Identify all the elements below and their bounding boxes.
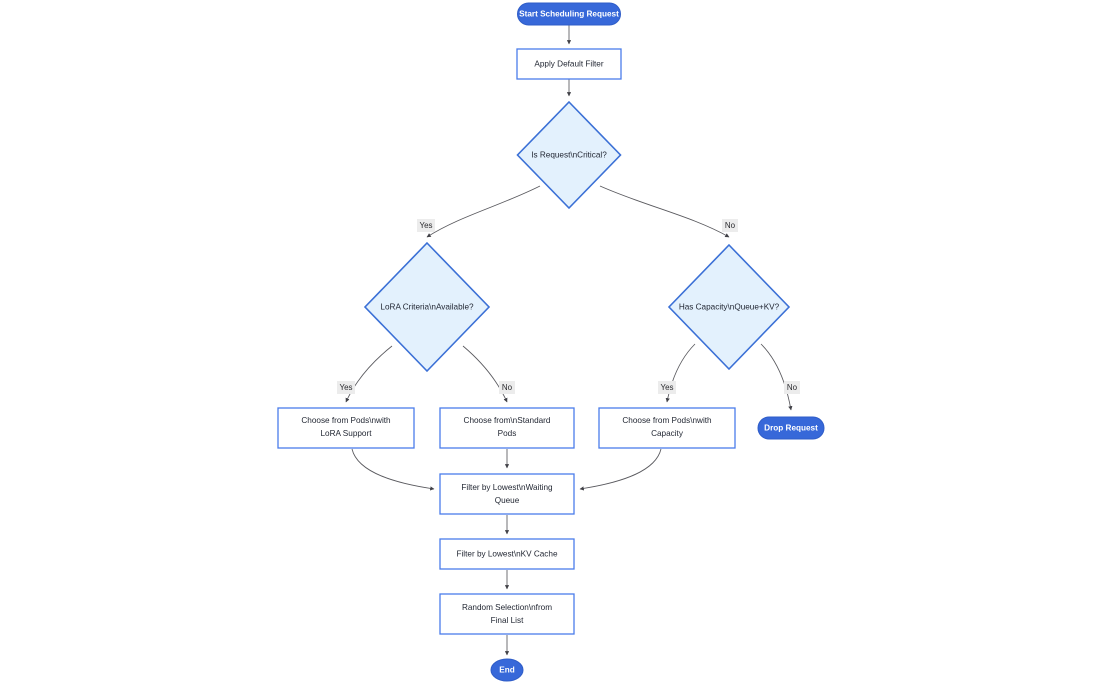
node-random-selection-label-line2: Final List [491, 616, 524, 625]
node-filter-waiting-queue[interactable]: Filter by Lowest\nWaiting Queue [439, 473, 575, 515]
node-random-selection[interactable]: Random Selection\nfrom Final List [439, 593, 575, 635]
node-random-selection-shape[interactable] [439, 593, 575, 635]
edge-label-critical-yes: Yes [417, 219, 435, 232]
edge-label-text: Yes [660, 383, 673, 392]
edge-label-text: Yes [419, 221, 432, 230]
edge-label-bg [337, 381, 355, 394]
edge-choose-lora-pods-to-filter-waiting-queue [351, 448, 435, 491]
node-choose-lora-pods-label-line1: Choose from Pods\nwith [301, 416, 391, 425]
node-apply-default-filter[interactable]: Apply Default Filter [516, 48, 622, 80]
node-start-shape[interactable] [517, 2, 621, 26]
edge-capacity-no-to-drop-request [760, 343, 793, 411]
node-end-shape[interactable] [490, 658, 524, 682]
node-choose-capacity-pods-label-line1: Choose from Pods\nwith [622, 416, 712, 425]
node-apply-default-filter-shape[interactable] [516, 48, 622, 80]
node-filter-waiting-queue-label-line2: Queue [495, 496, 520, 505]
node-has-capacity-shape[interactable] [667, 243, 791, 371]
node-choose-standard-pods-shape[interactable] [439, 407, 575, 449]
edge-label-capacity-yes: Yes [658, 381, 676, 394]
node-choose-lora-pods-shape[interactable] [277, 407, 415, 449]
node-choose-capacity-pods-shape[interactable] [598, 407, 736, 449]
node-filter-kv-cache-shape[interactable] [439, 538, 575, 570]
node-is-request-critical[interactable]: Is Request\nCritical? [516, 100, 622, 210]
edge-label-text: No [502, 383, 513, 392]
edge-label-bg [722, 219, 738, 232]
node-drop-request-shape[interactable] [757, 416, 825, 440]
node-filter-waiting-queue-shape[interactable] [439, 473, 575, 515]
node-filter-kv-cache-label: Filter by Lowest\nKV Cache [456, 550, 557, 559]
node-end-label: End [499, 666, 514, 675]
edge-capacity-yes-to-choose-capacity-pods [665, 343, 696, 403]
edge-critical-no-to-capacity [599, 185, 730, 238]
edge-layer [345, 25, 793, 656]
edge-lora-no-to-choose-standard-pods [462, 345, 508, 403]
node-start-label: Start Scheduling Request [519, 10, 619, 19]
edge-label-text: No [725, 221, 736, 230]
node-choose-standard-pods[interactable]: Choose from\nStandard Pods [439, 407, 575, 449]
edge-label-bg [784, 381, 800, 394]
node-filter-kv-cache[interactable]: Filter by Lowest\nKV Cache [439, 538, 575, 570]
edge-label-layer: Yes No Yes No Yes No [337, 219, 800, 394]
node-random-selection-label-line1: Random Selection\nfrom [462, 603, 552, 612]
edge-label-bg [417, 219, 435, 232]
edge-label-bg [499, 381, 515, 394]
node-layer: Start Scheduling Request Apply Default F… [277, 2, 825, 682]
edge-label-critical-no: No [722, 219, 738, 232]
node-is-request-critical-label: Is Request\nCritical? [531, 151, 607, 160]
node-choose-capacity-pods-label-line2: Capacity [651, 429, 684, 438]
node-choose-standard-pods-label-line2: Pods [498, 429, 517, 438]
edge-choose-capacity-pods-to-filter-waiting-queue [579, 448, 662, 491]
node-choose-lora-pods-label-line2: LoRA Support [321, 429, 373, 438]
node-lora-criteria-available-label: LoRA Criteria\nAvailable? [380, 303, 474, 312]
edge-label-capacity-no: No [784, 381, 800, 394]
edge-label-lora-no: No [499, 381, 515, 394]
node-choose-lora-pods[interactable]: Choose from Pods\nwith LoRA Support [277, 407, 415, 449]
edge-lora-yes-to-choose-lora-pods [345, 345, 393, 403]
node-end[interactable]: End [490, 658, 524, 682]
node-lora-criteria-available[interactable]: LoRA Criteria\nAvailable? [363, 241, 491, 373]
node-filter-waiting-queue-label-line1: Filter by Lowest\nWaiting [461, 483, 553, 492]
edge-label-lora-yes: Yes [337, 381, 355, 394]
node-is-request-critical-shape[interactable] [516, 100, 622, 210]
edge-label-text: Yes [339, 383, 352, 392]
edge-label-bg [658, 381, 676, 394]
node-lora-criteria-available-shape[interactable] [363, 241, 491, 373]
node-apply-default-filter-label: Apply Default Filter [534, 60, 603, 69]
node-choose-standard-pods-label-line1: Choose from\nStandard [464, 416, 551, 425]
node-drop-request[interactable]: Drop Request [757, 416, 825, 440]
node-choose-capacity-pods[interactable]: Choose from Pods\nwith Capacity [598, 407, 736, 449]
node-drop-request-label: Drop Request [764, 424, 818, 433]
node-has-capacity-label: Has Capacity\nQueue+KV? [679, 303, 780, 312]
edge-critical-yes-to-lora [426, 185, 541, 238]
node-start[interactable]: Start Scheduling Request [517, 2, 621, 26]
node-has-capacity[interactable]: Has Capacity\nQueue+KV? [667, 243, 791, 371]
edge-label-text: No [787, 383, 798, 392]
